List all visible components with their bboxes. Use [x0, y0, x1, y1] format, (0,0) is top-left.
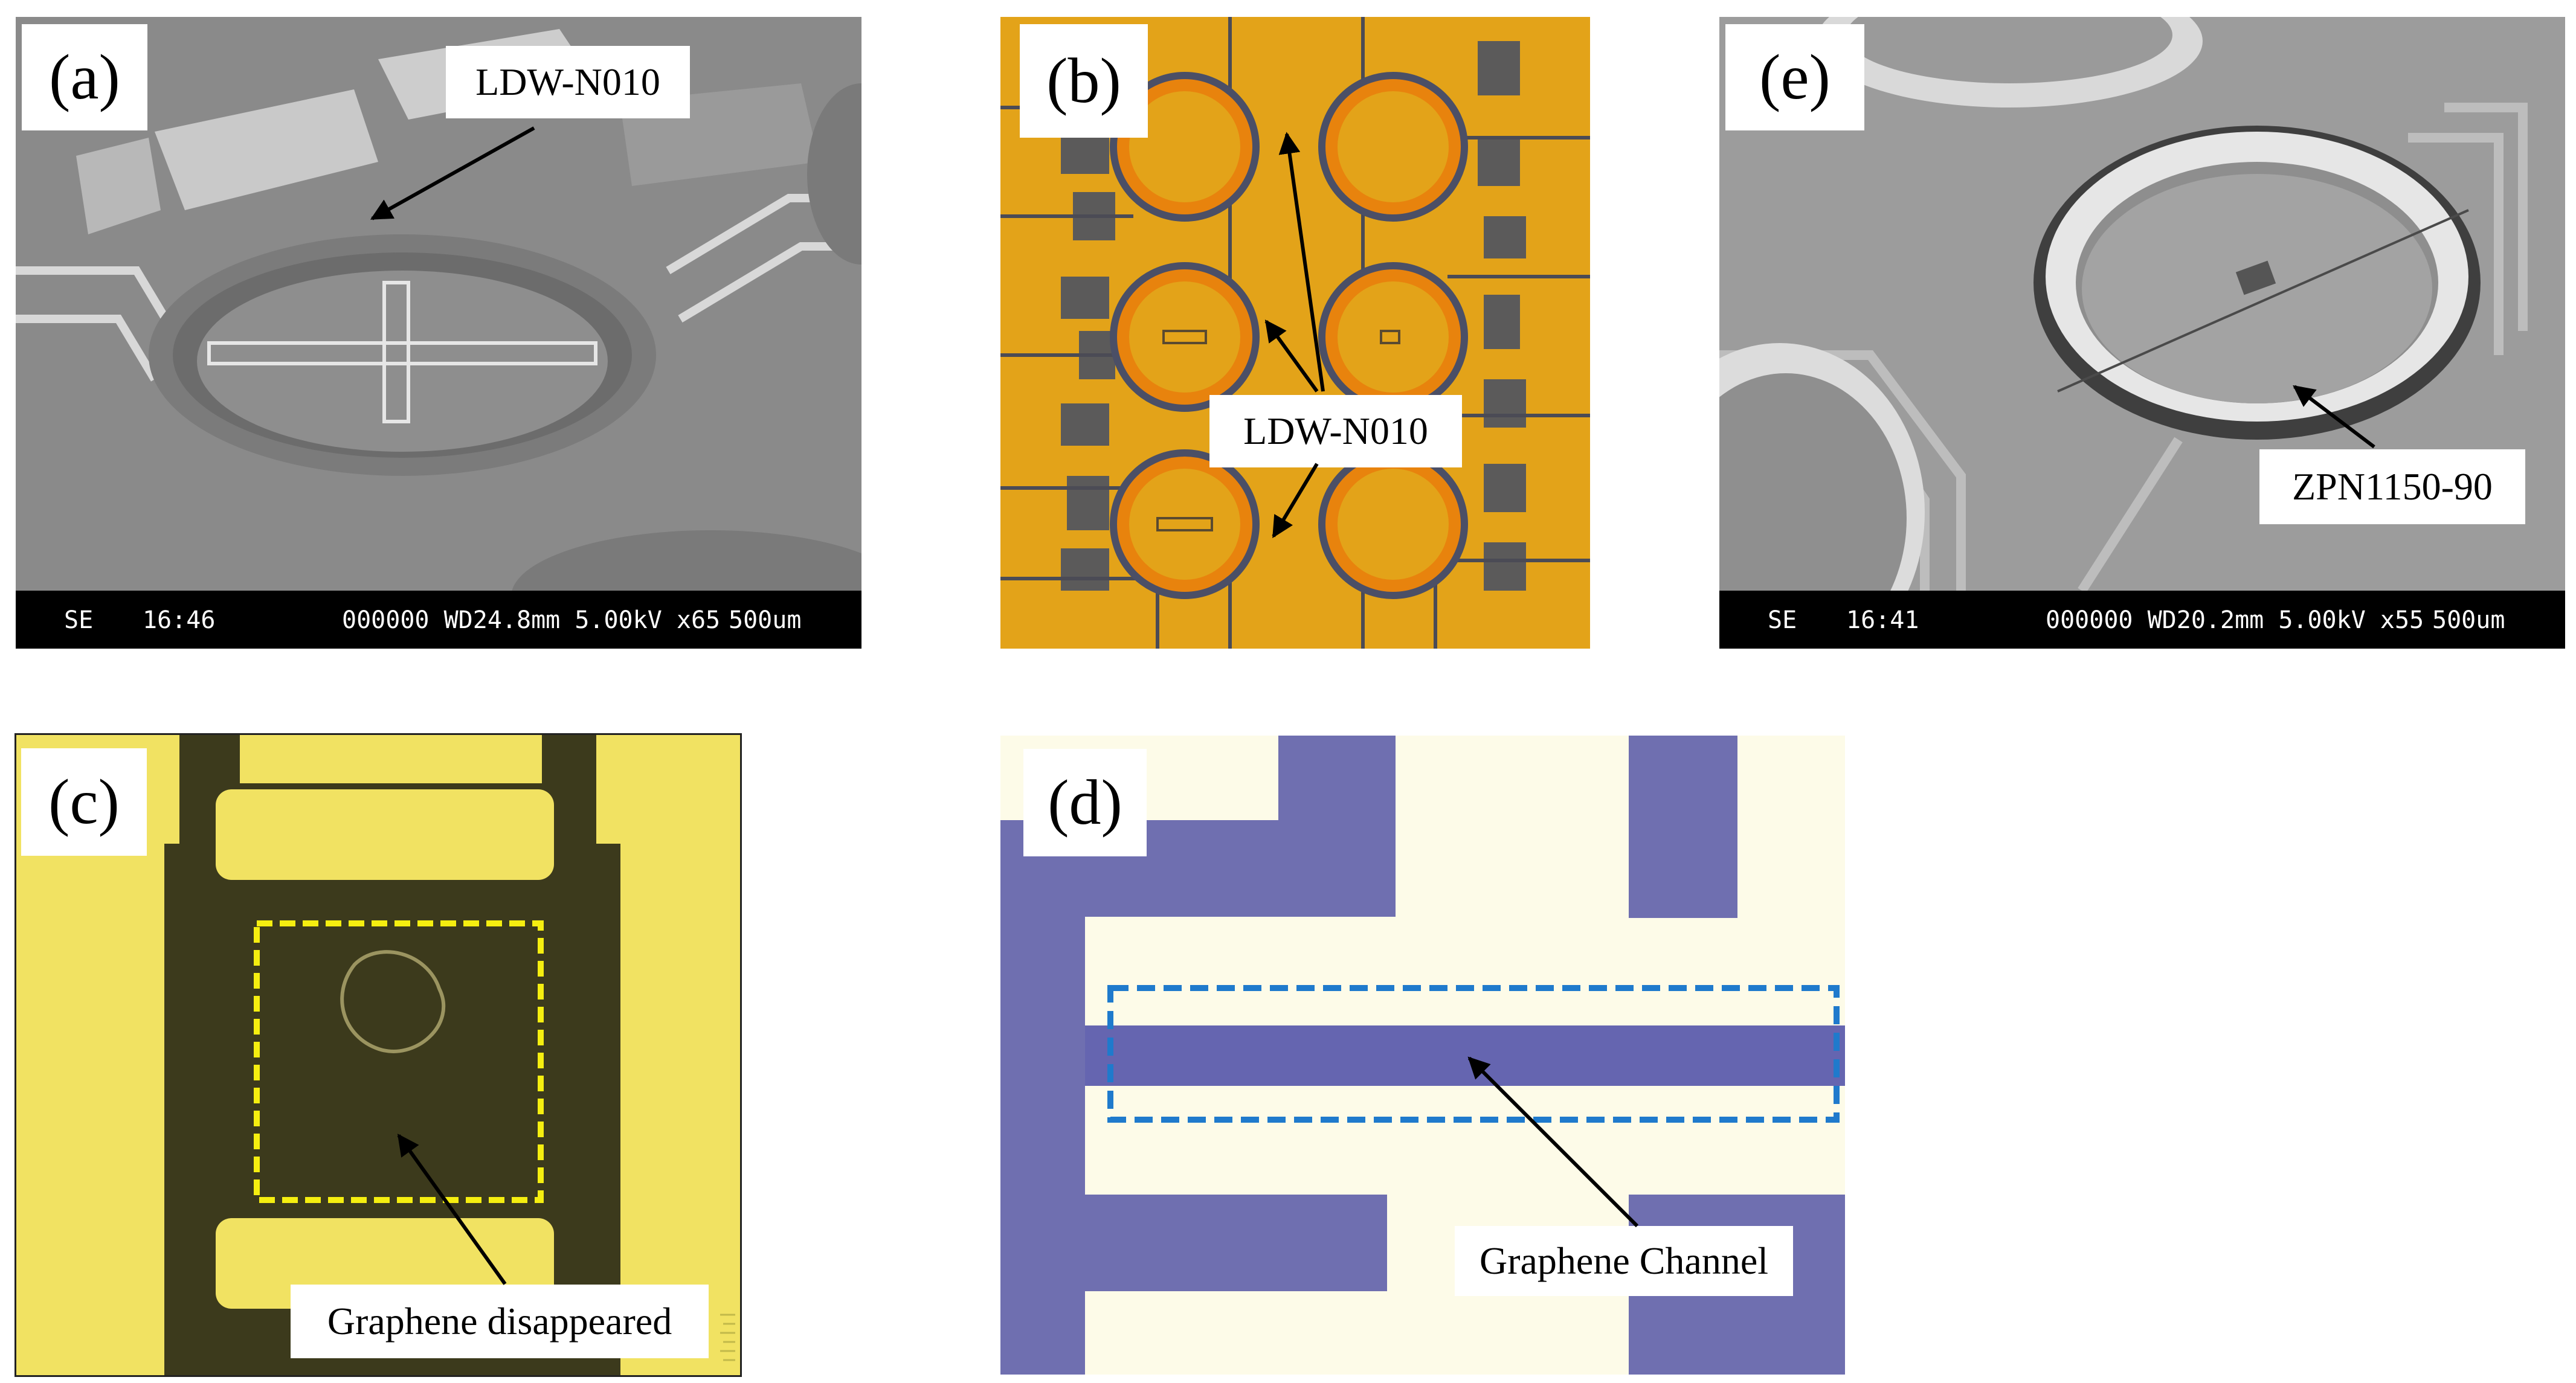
- panel-c-optical-image: (c) Graphene disappeared: [14, 733, 742, 1377]
- sem-time: 16:41: [1846, 606, 1919, 634]
- panel-e-sem-info-bar: SE 16:41 000000 WD20.2mm 5.00kV x55 500u…: [1719, 591, 2565, 649]
- panel-e-label: (e): [1725, 24, 1864, 130]
- panel-a-graphic: [16, 17, 861, 649]
- panel-b-callout: LDW-N010: [1209, 395, 1462, 467]
- panel-d-label: (d): [1023, 749, 1147, 856]
- sem-scale: 500um: [2432, 606, 2505, 634]
- panel-d-callout: Graphene Channel: [1455, 1226, 1793, 1296]
- panel-b-label: (b): [1020, 24, 1148, 138]
- sem-mode: SE: [64, 606, 94, 634]
- panel-c-callout: Graphene disappeared: [291, 1285, 709, 1358]
- panel-e-sem-image: SE 16:41 000000 WD20.2mm 5.00kV x55 500u…: [1719, 17, 2565, 649]
- panel-b-optical-image: (b) LDW-N010: [1000, 17, 1590, 649]
- panel-a-sem-image: SE 16:46 000000 WD24.8mm 5.00kV x65 500u…: [16, 17, 861, 649]
- sem-info: 000000 WD20.2mm 5.00kV x55: [2046, 606, 2424, 634]
- panel-e-callout: ZPN1150-90: [2259, 449, 2525, 524]
- sem-info: 000000 WD24.8mm 5.00kV x65: [342, 606, 721, 634]
- panel-a-label: (a): [22, 24, 147, 130]
- panel-d-optical-image: (d) Graphene Channel: [1000, 736, 1845, 1375]
- panel-c-label: (c): [21, 748, 147, 856]
- sem-mode: SE: [1768, 606, 1797, 634]
- panel-a-callout: LDW-N010: [446, 46, 690, 118]
- panel-a-sem-info-bar: SE 16:46 000000 WD24.8mm 5.00kV x65 500u…: [16, 591, 861, 649]
- sem-time: 16:46: [143, 606, 216, 634]
- sem-scale: 500um: [729, 606, 802, 634]
